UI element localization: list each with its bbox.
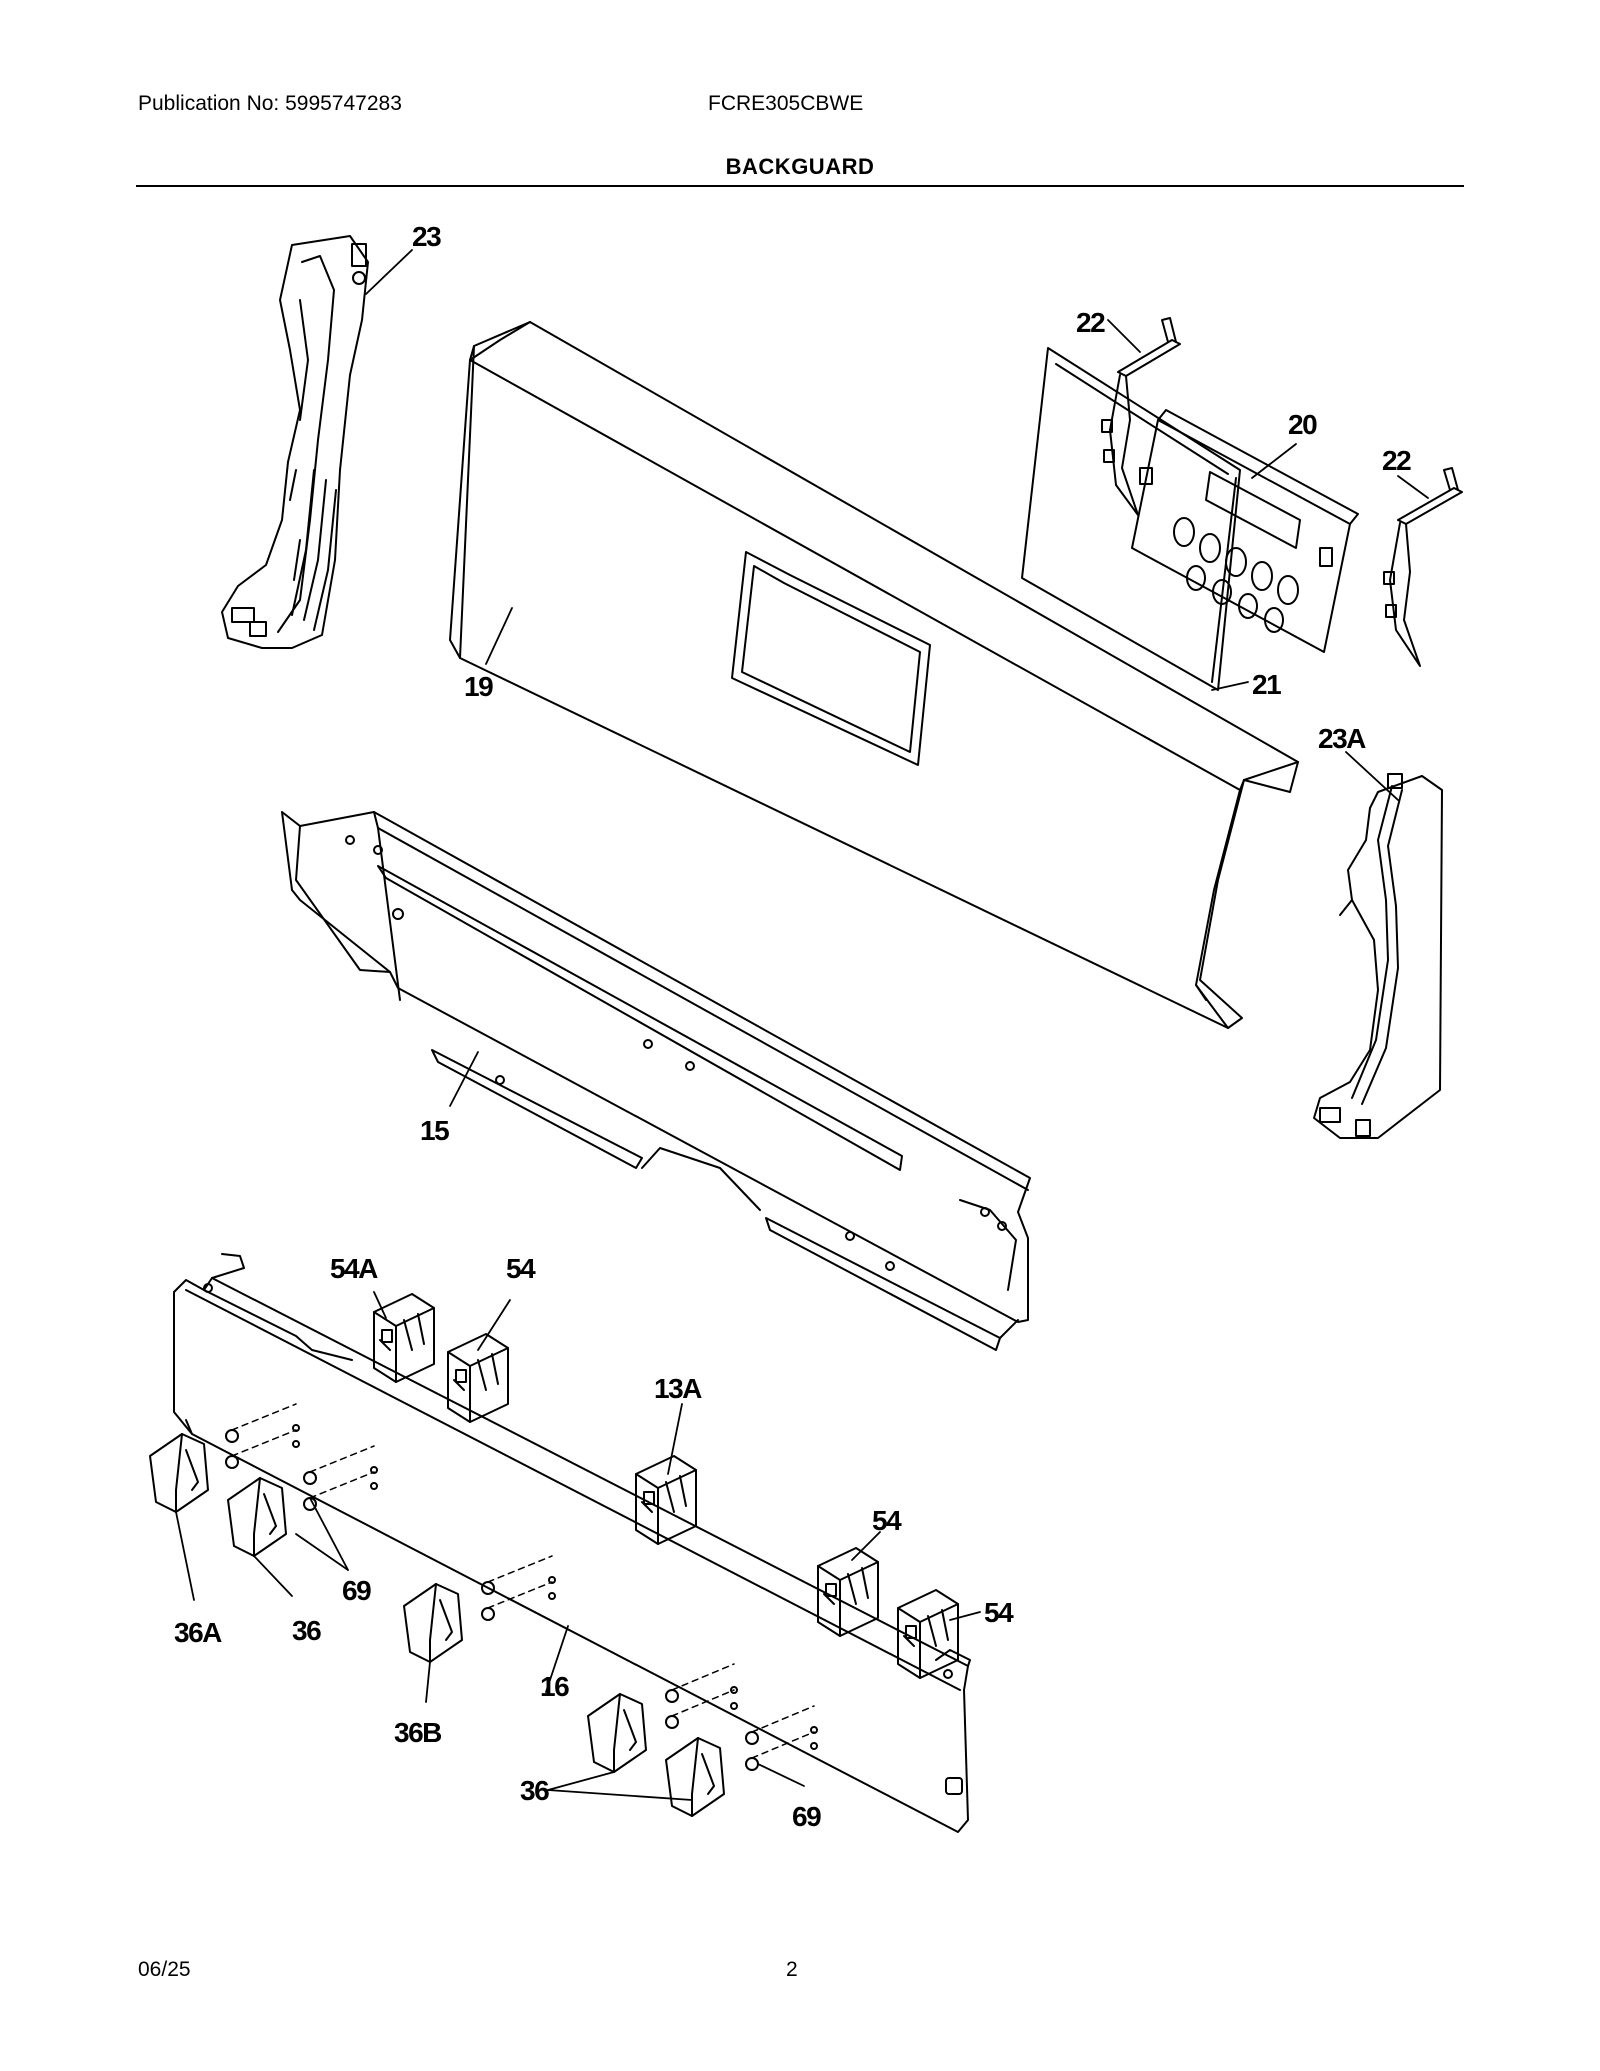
callout-36b: 36B [394,1717,441,1748]
switch-54-middle [817,1547,879,1637]
part-16-control-panel [173,1253,971,1833]
callout-20: 20 [1288,409,1317,440]
part-15-backguard-support [281,811,1031,1351]
callout-19: 19 [464,671,493,702]
callout-54-upper: 54 [506,1253,536,1284]
callout-54-middle: 54 [872,1505,902,1536]
page-title: BACKGUARD [725,154,875,179]
screws-and-assembly-lines [225,1403,818,1771]
switch-13a [635,1455,697,1545]
knob-36-lower-left [587,1693,647,1773]
part-21-overlay [1021,347,1241,691]
part-23-left-end-bracket [221,235,369,649]
switch-54-lower [897,1589,959,1679]
callout-54a: 54A [330,1253,378,1284]
callout-54-lower: 54 [984,1597,1014,1628]
model-number: FCRE305CBWE [708,92,864,115]
switch-54-upper [447,1333,509,1423]
part-20-control-board [1131,409,1359,653]
knob-36-lower-right [665,1737,725,1817]
publication-number: Publication No: 5995747283 [138,92,402,115]
knob-36a [149,1433,209,1513]
callout-69-upper: 69 [342,1575,371,1606]
footer-date: 06/25 [138,1958,191,1981]
callout-36-upper: 36 [292,1615,321,1646]
part-19-backguard-panel [449,321,1299,1029]
callout-13a: 13A [654,1373,702,1404]
callout-21: 21 [1252,669,1281,700]
header-rule [136,185,1464,187]
part-22-bracket-lower [1383,467,1463,667]
part-23a-right-end-bracket [1313,773,1443,1139]
switch-54a [373,1293,435,1383]
callout-22-lower: 22 [1382,445,1411,476]
callout-23: 23 [412,221,441,252]
callout-16: 16 [540,1671,569,1702]
callout-22-upper: 22 [1076,307,1105,338]
part-22-bracket-upper [1101,317,1181,516]
footer-page-number: 2 [786,1958,798,1981]
leader-lines [175,249,1429,1801]
callout-23a: 23A [1318,723,1366,754]
knob-36-upper [227,1477,287,1557]
callout-15: 15 [420,1115,449,1146]
callout-36a: 36A [174,1617,222,1648]
callout-36-lower: 36 [520,1775,549,1806]
callout-69-lower: 69 [792,1801,821,1832]
knob-36b [403,1583,463,1663]
